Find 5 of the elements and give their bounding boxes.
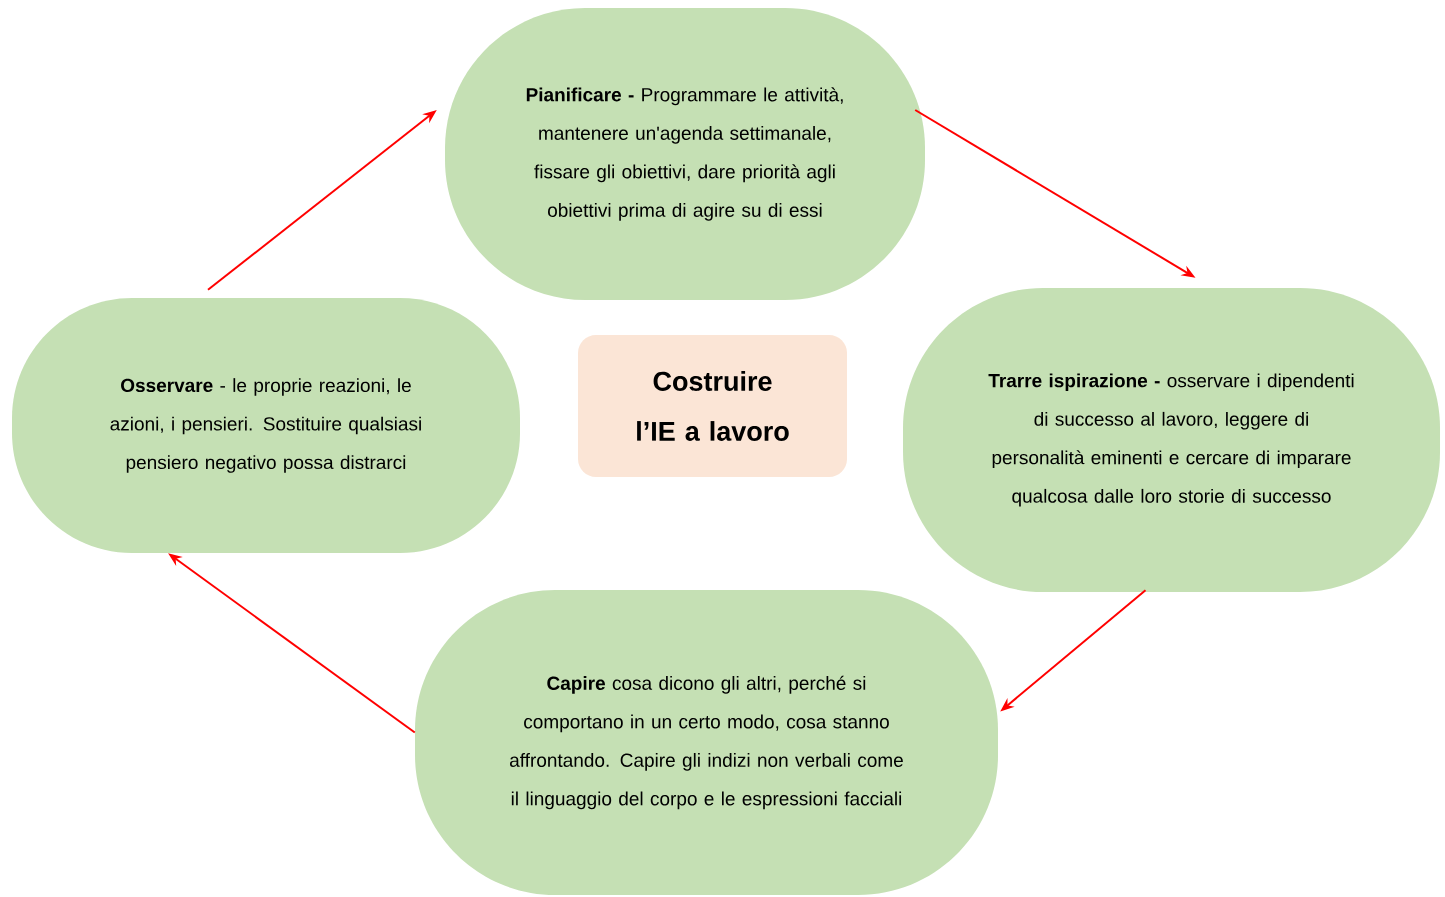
title-box: Costruire l’IE a lavoro (578, 335, 847, 477)
process-box: Pianificare - Programmare le attività, mantenere un'agenda settimanale, fissare gli obiettivi, dare priorità agli obiettivi prima di agire su di essi (445, 8, 925, 300)
process-box: Capire cosa dicono gli altri, perché si comportano in un certo modo, cosa stanno affrontando. Capire gli indizi non verbali come il linguaggio del corpo e le espressioni facciali (415, 590, 998, 895)
process-box: Osservare - le proprie reazioni, le azioni, i pensieri. Sostituire qualsiasi pensiero negativo possa distrarci (12, 298, 520, 553)
process-box: Trarre ispirazione - osservare i dipendenti di successo al lavoro, leggere di personalità eminenti e cercare di imparare qualcosa dalle loro storie di successo (903, 288, 1440, 592)
